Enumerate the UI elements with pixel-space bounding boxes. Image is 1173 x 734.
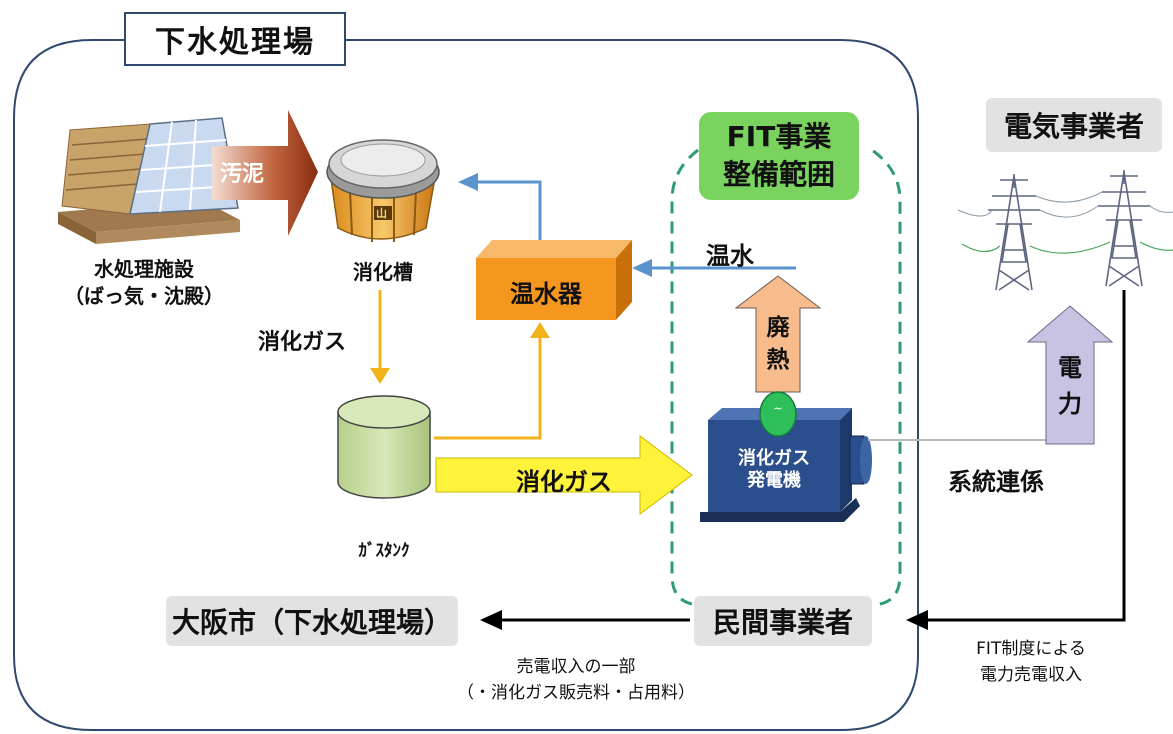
digestion-gas-down-arrow — [370, 290, 390, 384]
fit-revenue-arrow — [906, 290, 1126, 630]
power-line — [961, 241, 1173, 254]
digester-label: 消化槽 — [353, 260, 413, 284]
water-facility-label: 水処理施設 （ばっ気・沈殿） — [44, 256, 244, 310]
digestion-gas-flow-label: 消化ガス — [258, 330, 347, 355]
waste-heat-char-1: 廃 — [766, 315, 790, 341]
fit-revenue-line-2: 電力売電収入 — [980, 665, 1082, 685]
gas-tank-label: ｶﾞｽﾀﾝｸ — [358, 541, 410, 561]
water-facility-name: 水処理施設 — [94, 257, 194, 281]
power-char-2: 力 — [1058, 390, 1082, 418]
water-heater-box — [476, 240, 632, 320]
revenue-share-line-1: 売電収入の一部 — [516, 657, 636, 677]
fit-revenue-label: FIT制度による 電力売電収入 — [946, 636, 1116, 688]
digestion-gas-arrow — [435, 435, 693, 515]
digestion-gas-arrow-label: 消化ガス — [516, 468, 612, 496]
waste-heat-label: 廃 熱 — [760, 312, 796, 376]
heater-to-digester-arrow — [458, 173, 542, 240]
grid-connection-label: 系統連係 — [948, 468, 1044, 496]
power-tower-icon — [988, 174, 1040, 291]
power-char-1: 電 — [1058, 354, 1082, 382]
fit-scope-label: FIT事業 整備範囲 — [699, 112, 859, 200]
digester-mark: 山 — [376, 207, 387, 220]
osaka-city-label: 大阪市（下水処理場） — [166, 596, 458, 646]
generator-icon — [700, 391, 872, 522]
water-facility-desc: （ばっ気・沈殿） — [64, 284, 224, 308]
revenue-share-arrow — [480, 610, 690, 630]
private-operator-label: 民間事業者 — [694, 596, 872, 646]
digester-icon — [326, 139, 440, 242]
fit-scope-line-2: 整備範囲 — [722, 158, 835, 191]
power-label: 電 力 — [1050, 350, 1090, 422]
sludge-label: 汚泥 — [220, 162, 265, 187]
fit-scope-line-1: FIT事業 — [726, 120, 832, 153]
generator-label: 消化ガス 発電機 — [708, 448, 840, 492]
electric-company-label: 電気事業者 — [986, 98, 1162, 152]
generator-label-line-1: 消化ガス — [738, 448, 810, 469]
tank-to-heater-arrow — [434, 322, 550, 440]
waste-heat-char-2: 熱 — [766, 347, 790, 373]
hot-water-label: 温水 — [706, 242, 754, 270]
water-treatment-facility-icon — [58, 117, 240, 244]
hot-water-arrow — [632, 259, 796, 277]
generator-label-line-2: 発電機 — [747, 470, 801, 491]
power-line — [957, 191, 1173, 218]
revenue-share-label: 売電収入の一部 （・消化ガス販売料・占用料） — [456, 654, 696, 706]
sludge-arrow — [212, 110, 318, 236]
fit-revenue-line-1: FIT制度による — [976, 639, 1086, 659]
gas-tank-icon — [337, 395, 431, 499]
generator-badge: ~ — [773, 402, 783, 415]
water-heater-label: 温水器 — [510, 280, 582, 308]
revenue-share-line-2: （・消化ガス販売料・占用料） — [457, 683, 695, 703]
power-tower-icon — [1098, 170, 1150, 287]
plant-boundary — [13, 39, 919, 731]
plant-title: 下水処理場 — [124, 12, 346, 66]
power-arrow-shape — [1026, 305, 1114, 445]
